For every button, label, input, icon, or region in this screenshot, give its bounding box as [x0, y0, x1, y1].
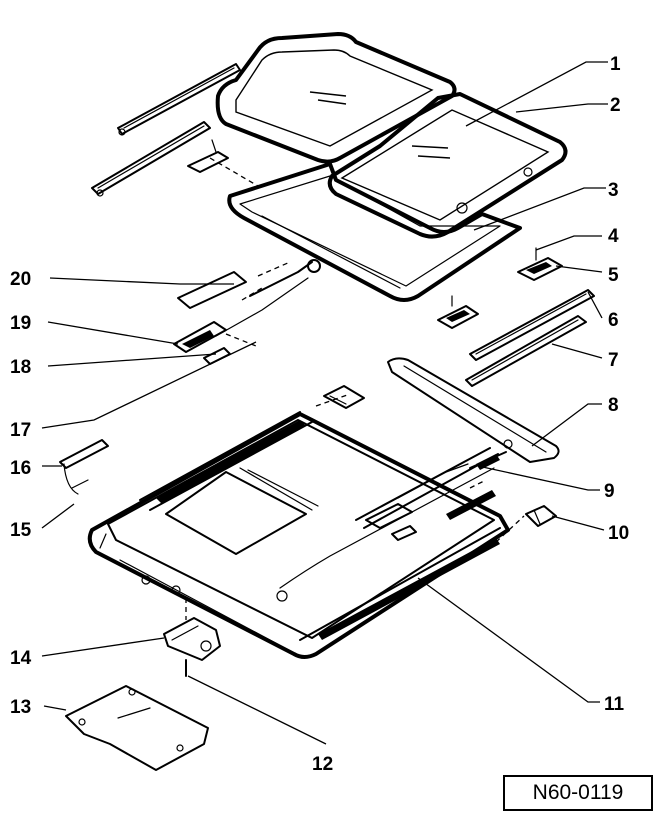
drive-cable-right [365, 451, 507, 541]
callout-7: 7 [608, 350, 619, 371]
callout-19: 19 [10, 313, 31, 334]
callout-15: 15 [10, 520, 32, 541]
callout-3: 3 [608, 180, 619, 201]
rear-mount-bracket [323, 385, 365, 409]
leader-lines [41, 61, 608, 745]
callout-5: 5 [608, 265, 619, 286]
callout-20: 20 [10, 269, 31, 290]
callout-11: 11 [604, 694, 625, 715]
drive-lever-assembly-left [173, 259, 321, 365]
alignment-line-3 [241, 287, 263, 301]
callout-13: 13 [10, 697, 31, 718]
panel-seal-frame [227, 162, 522, 302]
callout-6: 6 [608, 310, 619, 331]
lower-guide-rail-left [91, 121, 211, 197]
callout-4: 4 [608, 226, 619, 247]
motor-cover-plate [65, 685, 209, 771]
alignment-line-2 [257, 261, 291, 277]
sunroof-housing-frame [87, 411, 510, 659]
callout-16: 16 [10, 458, 31, 479]
callout-17: 17 [10, 420, 31, 441]
glass-panel-frame [215, 32, 457, 164]
callout-8: 8 [608, 395, 619, 416]
sunroof-glass-panel [327, 92, 568, 239]
alignment-line-1 [209, 157, 259, 187]
reference-code-box: N60-0119 [503, 775, 653, 811]
callout-10: 10 [608, 523, 629, 544]
callout-9: 9 [604, 481, 615, 502]
callout-1: 1 [610, 54, 621, 75]
reference-code: N60-0119 [532, 781, 624, 804]
callout-14: 14 [10, 648, 32, 669]
panel-clip-left [437, 295, 479, 329]
rear-frame-bracket [525, 505, 557, 527]
drain-hose-left [59, 439, 109, 495]
alignment-line-7 [495, 515, 525, 543]
upper-guide-rail-left [117, 63, 241, 136]
wind-deflector [387, 357, 560, 463]
callout-2: 2 [610, 95, 621, 116]
alignment-line-6 [469, 479, 487, 489]
sunroof-motor [163, 617, 221, 677]
callout-18: 18 [10, 357, 31, 378]
lower-guide-rail-right [465, 315, 587, 387]
upper-guide-rail-right [469, 289, 595, 361]
panel-clip-right [517, 247, 563, 281]
callout-12: 12 [312, 754, 333, 775]
front-guide-bracket [187, 139, 229, 173]
